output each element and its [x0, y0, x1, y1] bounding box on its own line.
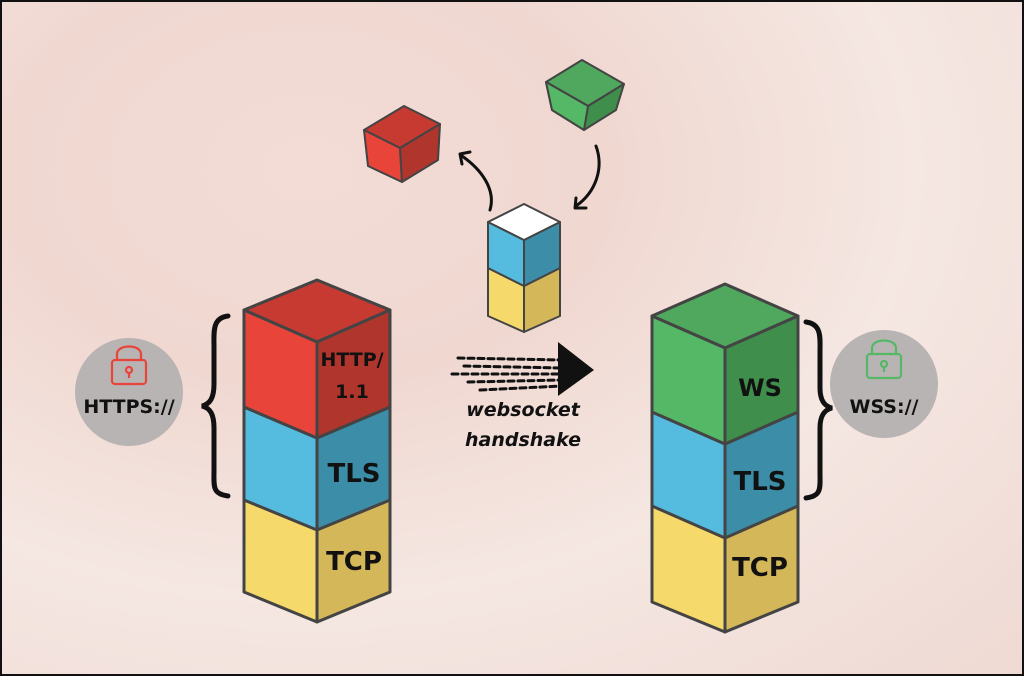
handshake-caption-line1: websocket — [466, 399, 581, 421]
right-ws-label: WS — [738, 374, 782, 402]
left-brace — [201, 313, 231, 499]
removed-http-cube — [363, 105, 441, 183]
wss-lock-badge: WSS:// — [830, 330, 938, 438]
left-http-label: HTTP/ — [320, 349, 383, 371]
right-ws-block — [650, 282, 800, 446]
right-tls-block — [650, 410, 800, 540]
left-http-block — [242, 278, 392, 440]
right-tcp-label: TCP — [732, 553, 788, 583]
small-empty-top — [487, 203, 561, 241]
red-lock-icon — [110, 345, 148, 386]
added-layer-arrow — [573, 144, 601, 210]
https-lock-badge: HTTPS:// — [75, 338, 183, 446]
left-tls-block — [242, 405, 392, 532]
removed-layer-arrow — [458, 150, 493, 212]
right-stack — [650, 282, 800, 634]
right-tls-label: TLS — [733, 467, 786, 497]
left-tls-label: TLS — [327, 459, 380, 489]
handshake-caption-line2: handshake — [465, 429, 581, 451]
speed-lines — [450, 356, 564, 392]
handshake-arrow-icon — [558, 342, 594, 396]
small-stack — [487, 203, 561, 333]
added-ws-cube — [545, 59, 625, 131]
green-lock-icon — [865, 339, 903, 380]
https-scheme-label: HTTPS:// — [83, 396, 174, 418]
right-brace — [803, 319, 833, 501]
wss-scheme-label: WSS:// — [850, 396, 919, 418]
left-stack — [242, 278, 392, 624]
small-tcp-block — [487, 267, 561, 333]
left-http-version-label: 1.1 — [335, 381, 369, 403]
left-tcp-label: TCP — [326, 547, 382, 577]
